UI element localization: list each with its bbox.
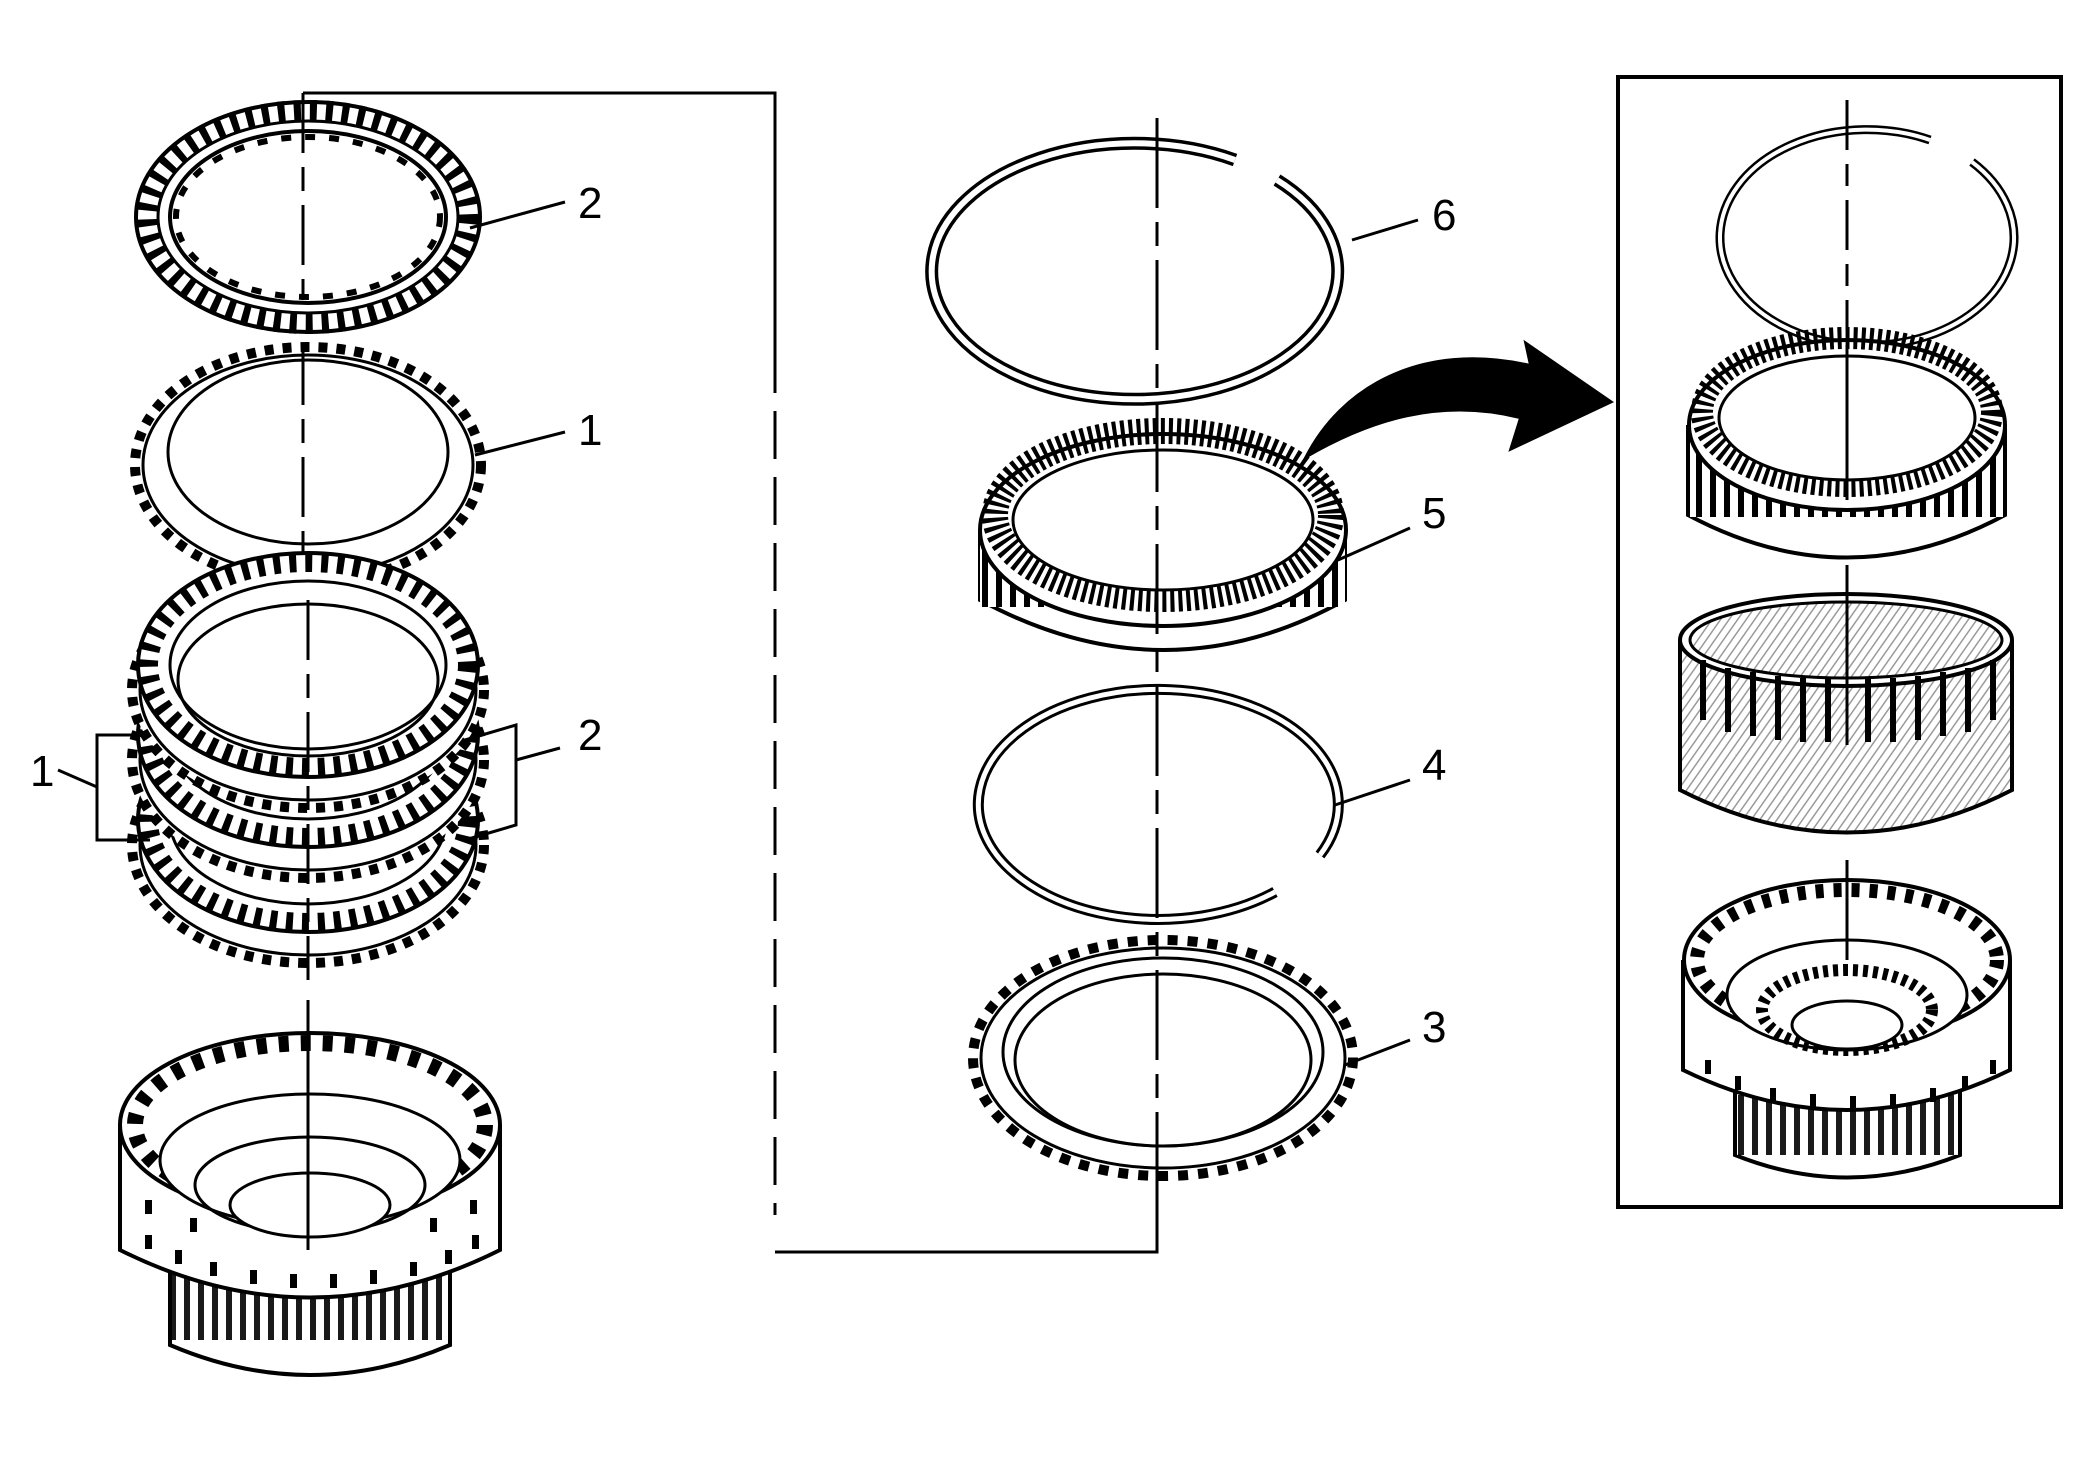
callout-label-6: 6	[1432, 191, 1456, 240]
callout-label-5: 5	[1422, 489, 1446, 538]
callout-label-2-top: 2	[578, 179, 602, 228]
curved-arrow-icon	[1302, 339, 1614, 461]
steel-plate-top	[130, 342, 486, 588]
callout-label-3: 3	[1422, 1003, 1446, 1052]
left-group-bracket-1	[57, 733, 150, 842]
callout-label-1-top: 1	[578, 406, 602, 455]
connector-bracket	[303, 91, 1159, 1254]
callout-label-4: 4	[1422, 741, 1446, 790]
snap-ring-4	[972, 683, 1344, 925]
clutch-housing-left	[118, 1031, 502, 1377]
callout-label-2-group: 2	[578, 711, 602, 760]
callout-label-1-group: 1	[30, 747, 54, 796]
clutch-ring-5	[978, 418, 1348, 652]
center-exploded-stack	[925, 118, 1419, 1200]
right-group-bracket-2	[464, 722, 561, 842]
inset-housing	[1681, 878, 2012, 1180]
left-leader-lines	[469, 200, 566, 457]
friction-plate-top	[134, 100, 482, 334]
snap-ring-6	[925, 136, 1345, 406]
center-leader-lines	[1334, 218, 1419, 1067]
left-center-axis	[301, 93, 310, 1250]
inset-snap-ring	[1715, 125, 2019, 351]
assembled-view-inset	[1616, 75, 2063, 1209]
left-exploded-stack	[57, 93, 566, 1377]
callout-labels: 2 1 1 2 6 5 4 3	[30, 179, 1456, 1052]
pressure-plate-3	[968, 935, 1358, 1181]
